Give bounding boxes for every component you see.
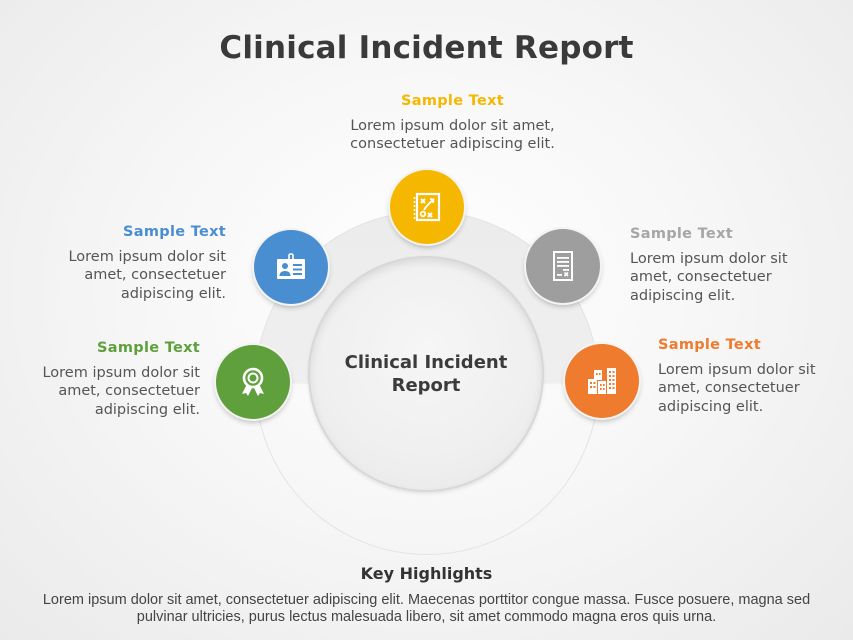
item-body: Lorem ipsum dolor sit amet, consectetuer…: [42, 364, 200, 418]
item-label-lower-left: Sample Text Lorem ipsum dolor sit amet, …: [20, 339, 200, 419]
strategy-board-icon: [413, 192, 441, 222]
item-label-lower-right: Sample Text Lorem ipsum dolor sit amet, …: [658, 336, 843, 416]
award-ribbon-icon: [242, 367, 264, 396]
item-heading: Sample Text: [401, 93, 504, 109]
center-title: Clinical Incident Report: [344, 352, 508, 396]
center-circle: Clinical Incident Report: [308, 256, 544, 492]
item-heading: Sample Text: [658, 337, 761, 353]
slide-title: Clinical Incident Report: [219, 30, 634, 66]
item-heading: Sample Text: [630, 226, 733, 242]
node-upper-right: [526, 229, 600, 303]
item-body: Lorem ipsum dolor sit amet, consectetuer…: [658, 361, 816, 415]
item-label-upper-right: Sample Text Lorem ipsum dolor sit amet, …: [630, 225, 820, 305]
node-lower-left: [216, 345, 290, 419]
node-top: [390, 170, 464, 244]
item-heading: Sample Text: [123, 224, 226, 240]
buildings-icon: [588, 368, 616, 394]
item-body: Lorem ipsum dolor sit amet, consectetuer…: [630, 250, 788, 304]
item-body: Lorem ipsum dolor sit amet, consectetuer…: [68, 248, 226, 302]
item-label-top: Sample Text Lorem ipsum dolor sit amet, …: [330, 92, 575, 154]
node-upper-left: [254, 230, 328, 304]
id-badge-icon: [277, 253, 305, 279]
item-label-upper-left: Sample Text Lorem ipsum dolor sit amet, …: [40, 223, 226, 303]
document-icon: [553, 251, 573, 281]
key-highlights-text: Lorem ipsum dolor sit amet, consectetuer…: [42, 592, 811, 625]
item-heading: Sample Text: [97, 340, 200, 356]
key-highlights-title: Key Highlights: [360, 564, 493, 583]
node-lower-right: [565, 344, 639, 418]
item-body: Lorem ipsum dolor sit amet, consectetuer…: [350, 117, 555, 153]
